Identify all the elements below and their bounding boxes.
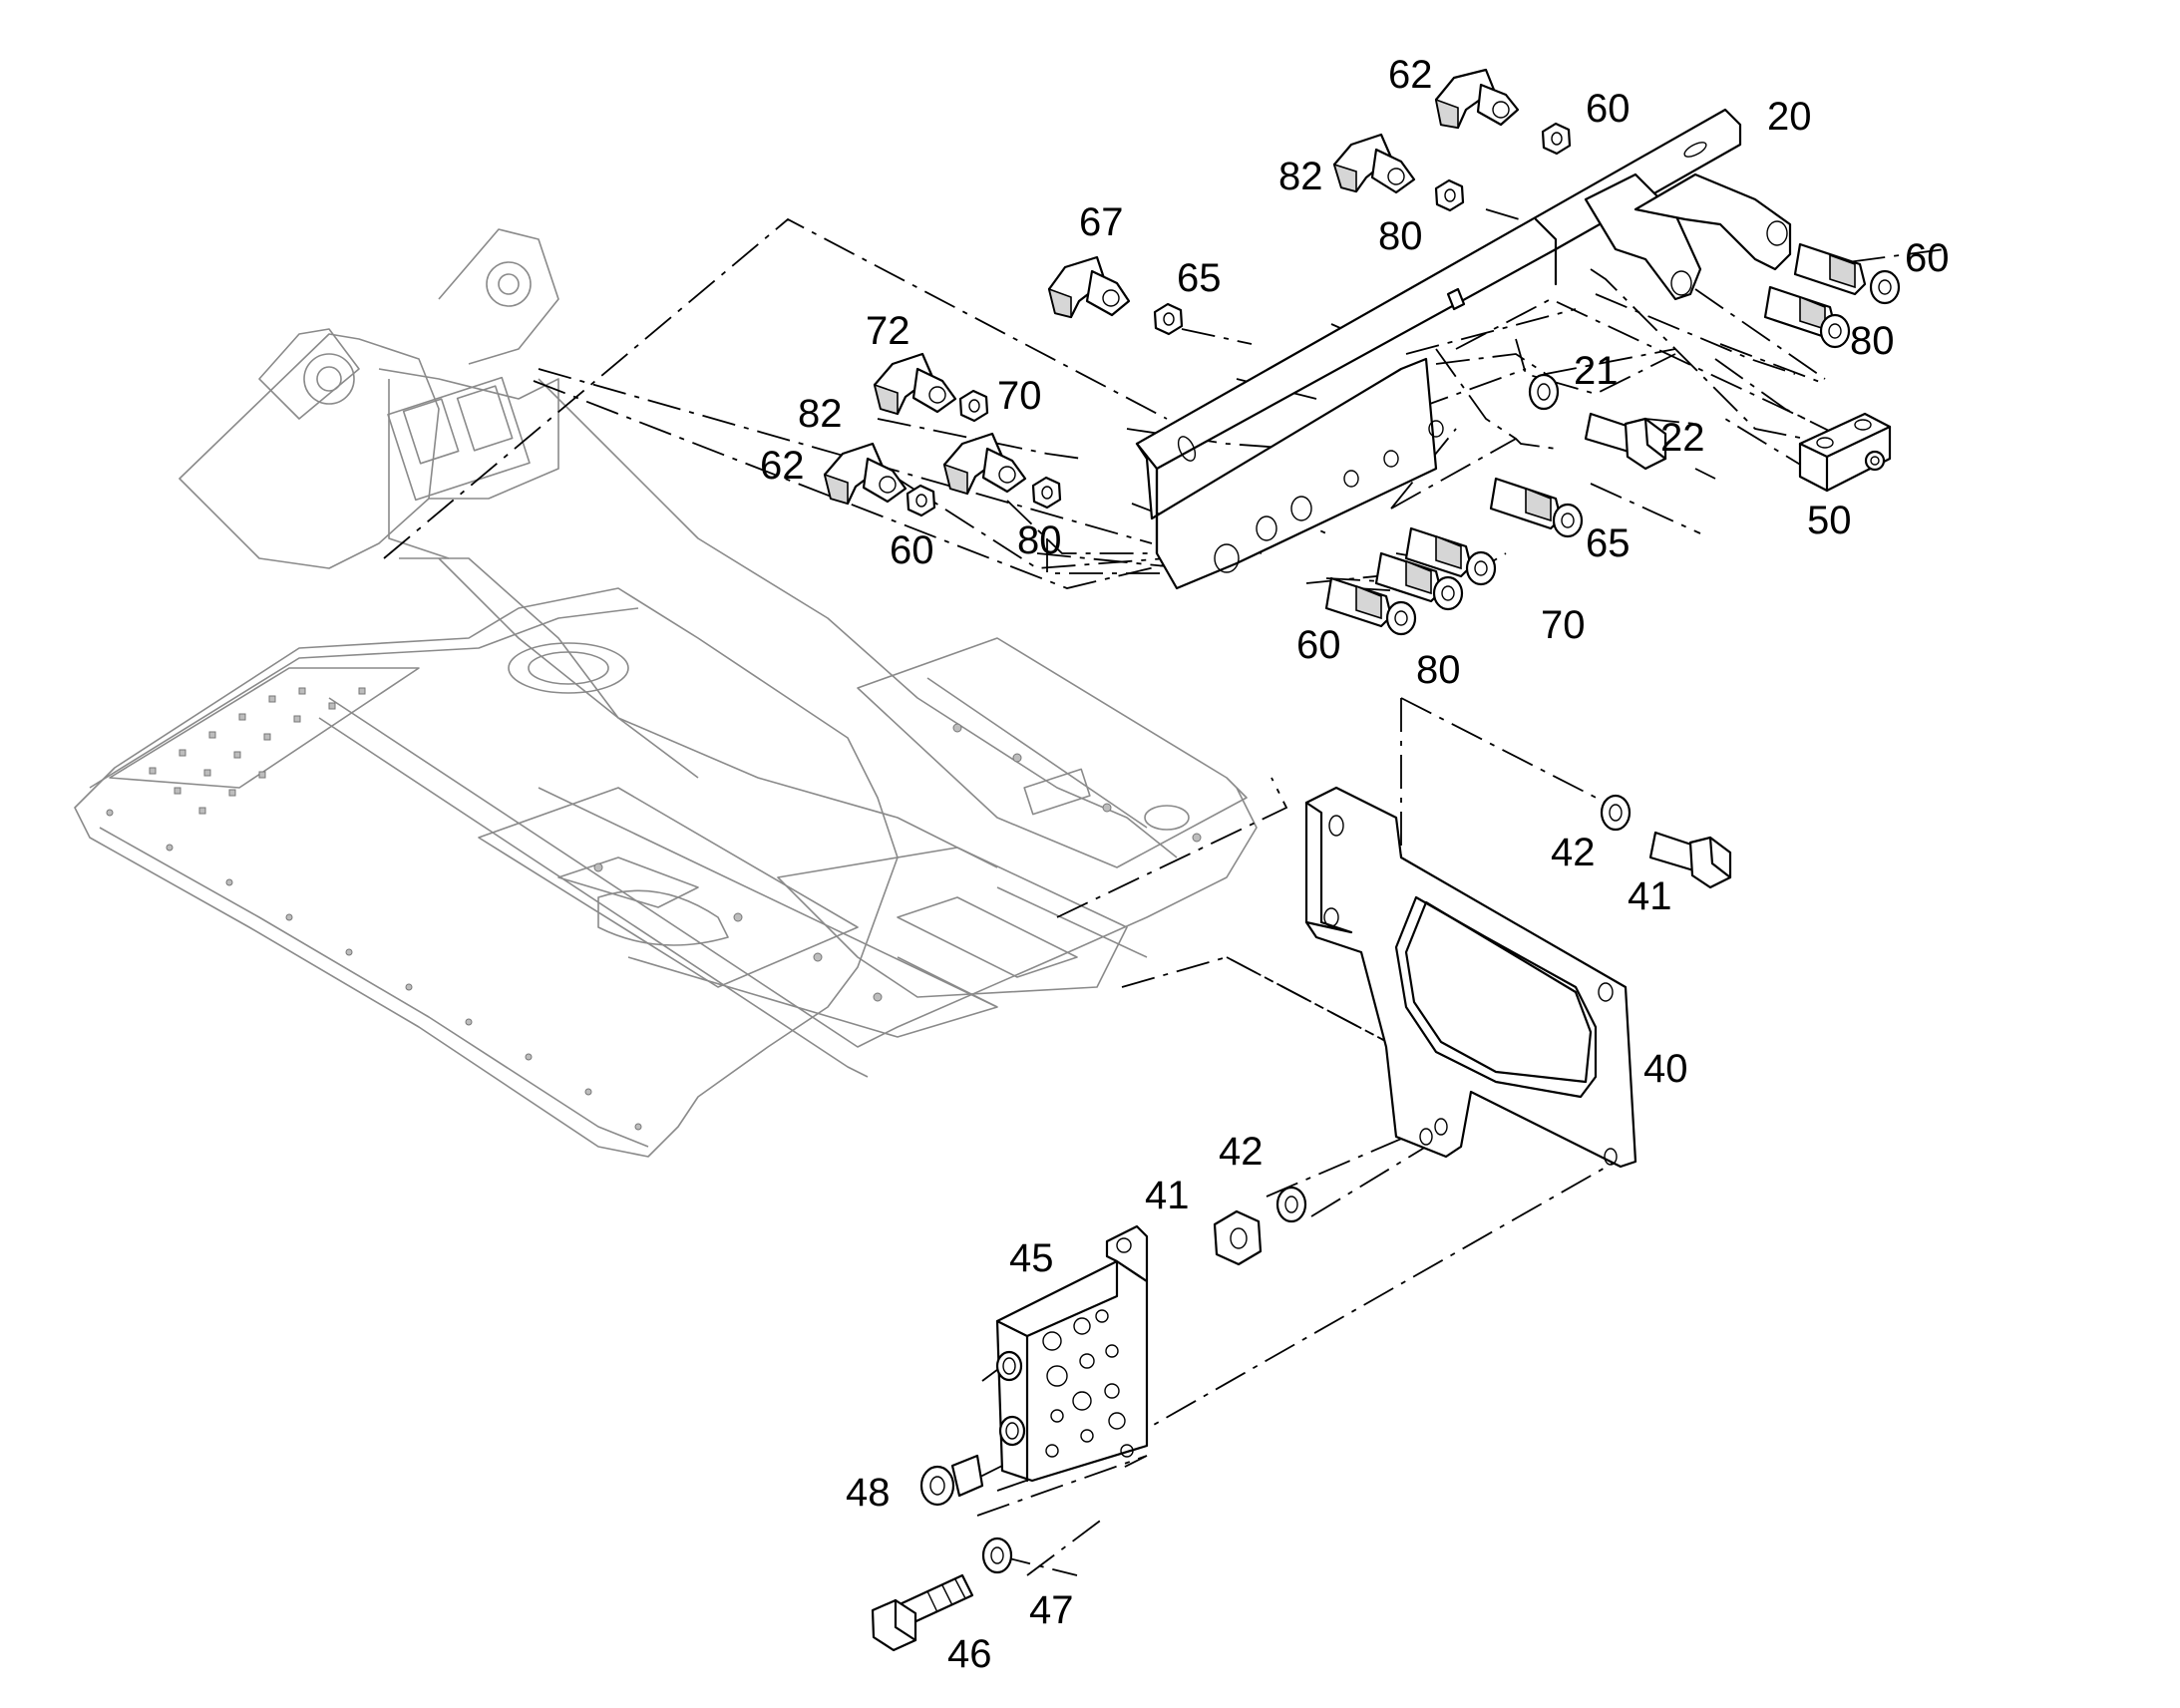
callout-46: 46 [947,1632,992,1676]
callout-42-low: 42 [1219,1130,1264,1174]
callout-70-top: 70 [997,374,1042,418]
callout-45: 45 [1009,1236,1054,1280]
block-45 [995,1224,1149,1483]
elbow-fitting-82-top [1332,133,1416,194]
elbow-fitting-62-top [1434,68,1520,130]
callout-50: 50 [1807,499,1852,542]
callout-41-right: 41 [1628,874,1672,918]
elbow-fitting-82-mid [942,432,1027,496]
plug-48 [919,1454,984,1507]
callout-20: 20 [1767,95,1812,139]
callout-80-mid: 80 [1017,518,1062,562]
callout-65-top: 65 [1177,256,1222,300]
callout-60-mid: 60 [890,528,934,572]
elbow-fitting-62-mid [823,442,908,506]
callout-21: 21 [1574,349,1619,393]
straight-fittings [1324,242,1901,636]
frame-bolts [106,723,1202,1131]
bolt-41-right [1648,831,1732,889]
plate-40 [1304,786,1637,1169]
callout-41-low: 41 [1145,1174,1190,1217]
callout-labels: 62 60 20 82 80 67 65 60 80 72 70 21 22 8… [760,53,1950,1676]
washer-47 [981,1537,1013,1574]
elbow-fitting-72 [873,352,957,416]
callout-62-top: 62 [1388,53,1433,97]
callout-60-right: 60 [1905,236,1950,280]
clamp-50 [1798,412,1892,493]
callout-60-top: 60 [1586,87,1631,131]
bracket-20 [1135,108,1792,590]
washer-42-low [1275,1186,1307,1223]
deck-holes [149,687,366,815]
callout-22: 22 [1660,416,1705,460]
callout-80-low: 80 [1416,648,1461,692]
callout-72: 72 [866,309,910,353]
callout-40: 40 [1643,1047,1688,1091]
bolt-22 [1584,412,1667,471]
callout-47: 47 [1029,1588,1074,1632]
callout-48: 48 [846,1471,891,1515]
callout-80-top: 80 [1378,214,1423,258]
callout-70-mid: 70 [1541,603,1586,647]
bolt-46 [871,1573,974,1652]
callout-67: 67 [1079,200,1124,244]
callout-60-low: 60 [1296,623,1341,667]
callout-82-top: 82 [1278,155,1323,198]
washer-21 [1528,373,1560,411]
elbow-fitting-67 [1047,255,1131,319]
hex-nuts [906,122,1572,517]
machine-frame [74,228,1258,1158]
washer-42-right [1600,794,1632,832]
callout-65-mid: 65 [1586,521,1631,565]
callout-82-mid: 82 [798,392,843,436]
callout-80-right: 80 [1850,319,1895,363]
callout-42-right: 42 [1551,831,1596,874]
nut-41-low [1213,1209,1263,1266]
callout-62-mid: 62 [760,444,805,488]
